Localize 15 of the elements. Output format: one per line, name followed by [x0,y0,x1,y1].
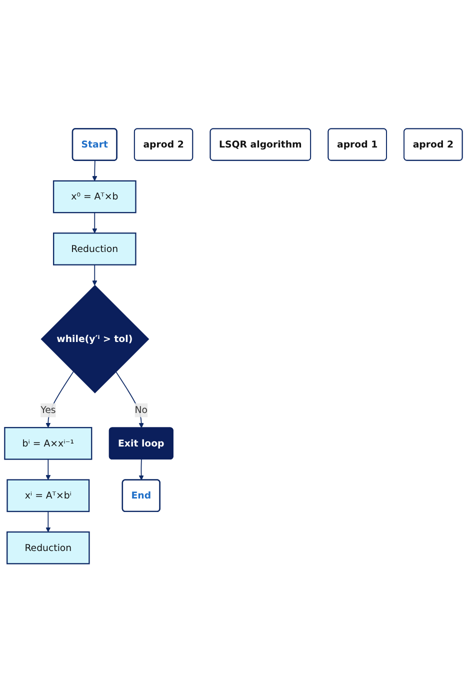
node-box: Reduction [6,532,90,565]
node-box: bⁱ = A×xⁱ⁻¹ [4,427,92,460]
node-diamond: while(y′ⁱ > tol) [40,285,150,394]
edge-label: Yes [40,404,56,416]
arrow [92,212,98,234]
arrow [46,372,74,428]
arrow [46,459,51,480]
arrow [92,264,98,286]
arrow [46,511,51,533]
arrow [92,160,98,182]
node-box: x⁰ = Aᵀ×b [52,180,136,214]
node-box: xⁱ = Aᵀ×bⁱ [6,480,90,512]
node-box: Reduction [53,232,136,266]
edge-label: No [134,404,148,416]
arrow [138,459,144,481]
